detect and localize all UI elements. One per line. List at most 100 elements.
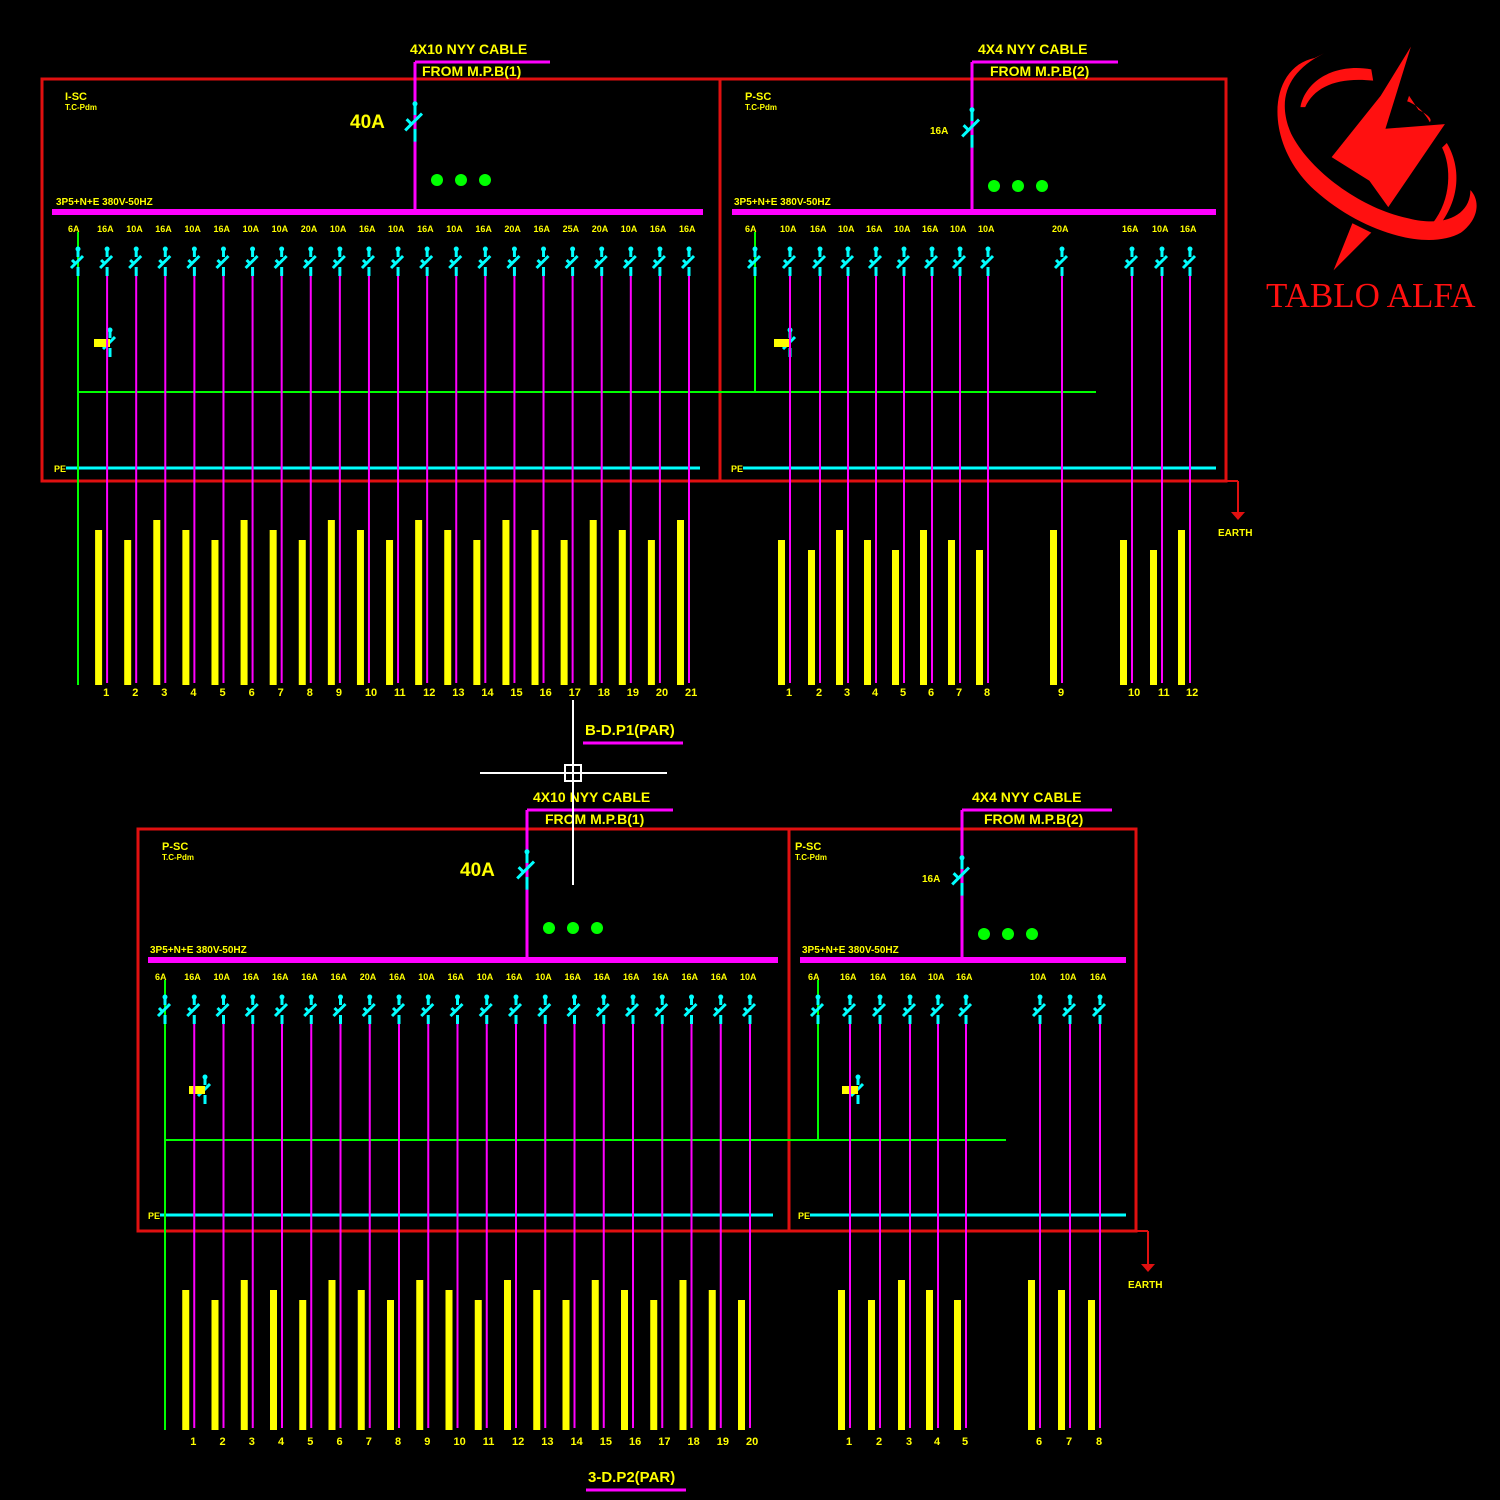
circuit-description-label — [299, 1300, 307, 1430]
circuit-number: 9 — [1058, 687, 1064, 699]
circuit-breaker-icon — [781, 246, 797, 276]
circuit-description-label — [618, 530, 626, 685]
breaker-contact — [273, 250, 288, 276]
circuit-number: 2 — [876, 1436, 882, 1448]
circuit-breaker-icon — [841, 994, 857, 1024]
main-breaker-rating: 40A — [460, 860, 495, 881]
breaker-contact — [1053, 250, 1069, 276]
section-title: I-SC — [65, 91, 87, 103]
circuit-breaker-icon — [128, 246, 143, 276]
circuit-description-label — [415, 520, 423, 685]
busbar-label: 3P5+N+E 380V-50HZ — [150, 945, 247, 956]
circuit-description-label — [445, 1290, 453, 1430]
brand-name: TABLO ALFA — [1266, 276, 1476, 315]
circuit-rating: 16A — [1090, 972, 1107, 982]
circuit-description-label — [502, 520, 510, 685]
breaker-terminal — [338, 994, 343, 1000]
outgoing-circuit: 6A — [155, 972, 172, 1024]
circuit-rating: 10A — [272, 224, 289, 234]
circuit-breaker-icon — [244, 246, 259, 276]
breaker-terminal — [747, 994, 753, 1000]
breaker-terminal — [133, 246, 139, 252]
circuit-number: 2 — [132, 687, 138, 699]
circuit-rating: 10A — [838, 224, 855, 234]
circuit-number: 16 — [540, 687, 552, 699]
circuit-rating: 10A — [477, 972, 494, 982]
breaker-terminal — [107, 327, 113, 333]
circuit-number: 1 — [846, 1436, 852, 1448]
circuit-rating: 10A — [214, 972, 231, 982]
breaker-terminal — [601, 994, 607, 1000]
circuit-rating: 16A — [652, 972, 669, 982]
circuit-number: 8 — [307, 687, 313, 699]
circuit-rating: 16A — [448, 972, 465, 982]
circuit-breaker-icon — [477, 246, 492, 276]
circuit-number: 4 — [872, 687, 879, 699]
section-title: P-SC — [745, 91, 771, 103]
circuit-rating: 10A — [388, 224, 405, 234]
circuit-breaker-icon — [419, 246, 434, 276]
breaker-contact — [186, 998, 201, 1024]
circuit-number: 4 — [934, 1436, 941, 1448]
circuit-description-label — [240, 1280, 248, 1430]
outgoing-circuit: 10A 4 — [926, 972, 945, 1448]
circuit-description-label — [948, 540, 955, 685]
breaker-terminal — [718, 994, 724, 1000]
pe-label: PE — [798, 1211, 810, 1221]
circuit-breaker-icon — [957, 994, 973, 1024]
breaker-terminal — [482, 246, 488, 252]
breaker-contact — [929, 998, 945, 1024]
breaker-contact — [901, 998, 917, 1024]
circuit-rating: 25A — [563, 224, 580, 234]
busbar-label: 3P5+N+E 380V-50HZ — [802, 945, 899, 956]
breaker-terminal — [847, 994, 853, 1000]
breaker-terminal — [308, 246, 314, 252]
indicator-lamp-icon — [543, 922, 555, 934]
breaker-terminal — [367, 994, 373, 1000]
breaker-terminal — [659, 994, 665, 1000]
breaker-terminal — [1097, 994, 1103, 1000]
outgoing-circuit: 10A 4 — [182, 224, 201, 699]
circuit-rating: 10A — [184, 224, 201, 234]
circuit-rating: 10A — [894, 224, 911, 234]
indicator-lamp-icon — [1002, 928, 1014, 940]
circuit-rating: 20A — [360, 972, 377, 982]
breaker-contact — [624, 998, 640, 1024]
breaker-terminal — [630, 994, 636, 1000]
indicator-lamp-icon — [988, 180, 1000, 192]
circuit-number: 7 — [278, 687, 284, 699]
circuit-rating: 10A — [928, 972, 945, 982]
circuit-description-label — [182, 530, 190, 685]
circuit-breaker-icon — [303, 994, 318, 1024]
circuit-breaker-icon — [1123, 246, 1139, 276]
circuit-description-label — [838, 1290, 845, 1430]
breaker-terminal — [935, 994, 941, 1000]
indicator-lamp-icon — [1012, 180, 1024, 192]
breaker-contact — [651, 250, 666, 276]
breaker-terminal — [425, 994, 431, 1000]
circuit-description-label — [473, 540, 481, 685]
circuit-number: 12 — [1186, 687, 1198, 699]
circuit-description-label — [1178, 530, 1185, 685]
circuit-description-label — [240, 520, 248, 685]
circuit-number: 4 — [278, 1436, 285, 1448]
circuit-breaker-icon — [811, 246, 827, 276]
circuit-description-label — [270, 1290, 277, 1430]
circuit-number: 4 — [190, 687, 197, 699]
breaker-contact — [244, 250, 259, 276]
indicator-lamp-icon — [479, 174, 491, 186]
circuit-rating: 16A — [711, 972, 728, 982]
circuit-number: 5 — [900, 687, 906, 699]
circuit-number: 15 — [600, 1436, 612, 1448]
